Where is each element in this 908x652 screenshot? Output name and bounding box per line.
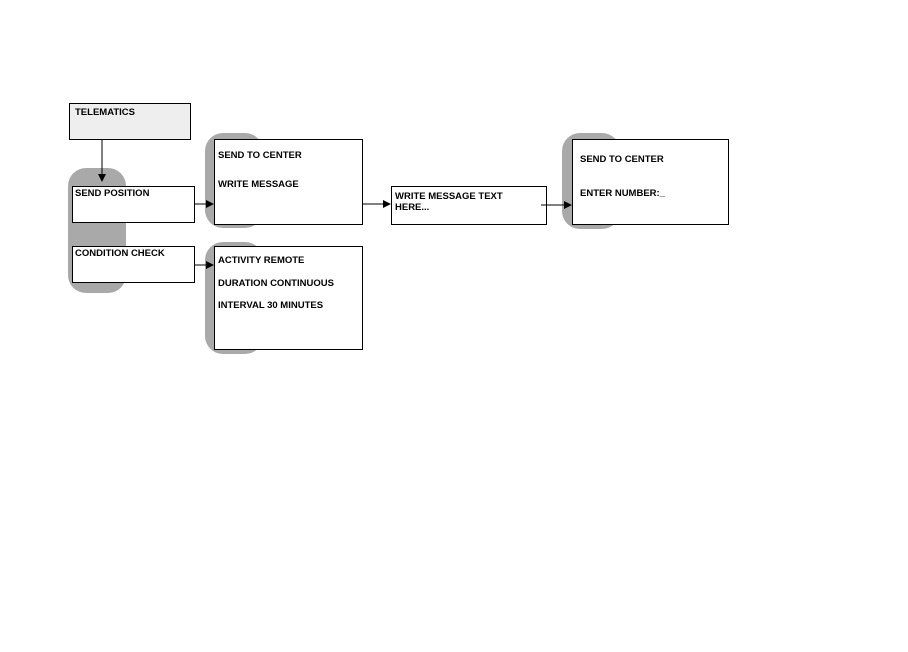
send-position-box[interactable]: SEND POSITION — [72, 186, 195, 223]
message-text-line2: HERE... — [395, 203, 429, 214]
send-menu-item-write-message[interactable]: WRITE MESSAGE — [218, 180, 299, 191]
send-position-label: SEND POSITION — [75, 189, 149, 200]
condition-check-box[interactable]: CONDITION CHECK — [72, 246, 195, 283]
telematics-box[interactable]: TELEMATICS — [69, 103, 191, 140]
send-number-prompt[interactable]: ENTER NUMBER:_ — [580, 189, 665, 200]
send-number-title: SEND TO CENTER — [580, 155, 664, 166]
send-number-box[interactable]: SEND TO CENTER ENTER NUMBER:_ — [572, 139, 729, 225]
message-text-box[interactable]: WRITE MESSAGE TEXT HERE... — [391, 186, 547, 225]
condition-menu-activity: ACTIVITY REMOTE — [218, 256, 304, 267]
send-menu-item-send-to-center[interactable]: SEND TO CENTER — [218, 151, 302, 162]
condition-menu-duration: DURATION CONTINUOUS — [218, 279, 334, 290]
condition-check-label: CONDITION CHECK — [75, 249, 165, 260]
telematics-label: TELEMATICS — [75, 108, 135, 119]
send-menu-box[interactable]: SEND TO CENTER WRITE MESSAGE — [214, 139, 363, 225]
condition-menu-box[interactable]: ACTIVITY REMOTE DURATION CONTINUOUS INTE… — [214, 246, 363, 350]
condition-menu-interval: INTERVAL 30 MINUTES — [218, 301, 323, 312]
